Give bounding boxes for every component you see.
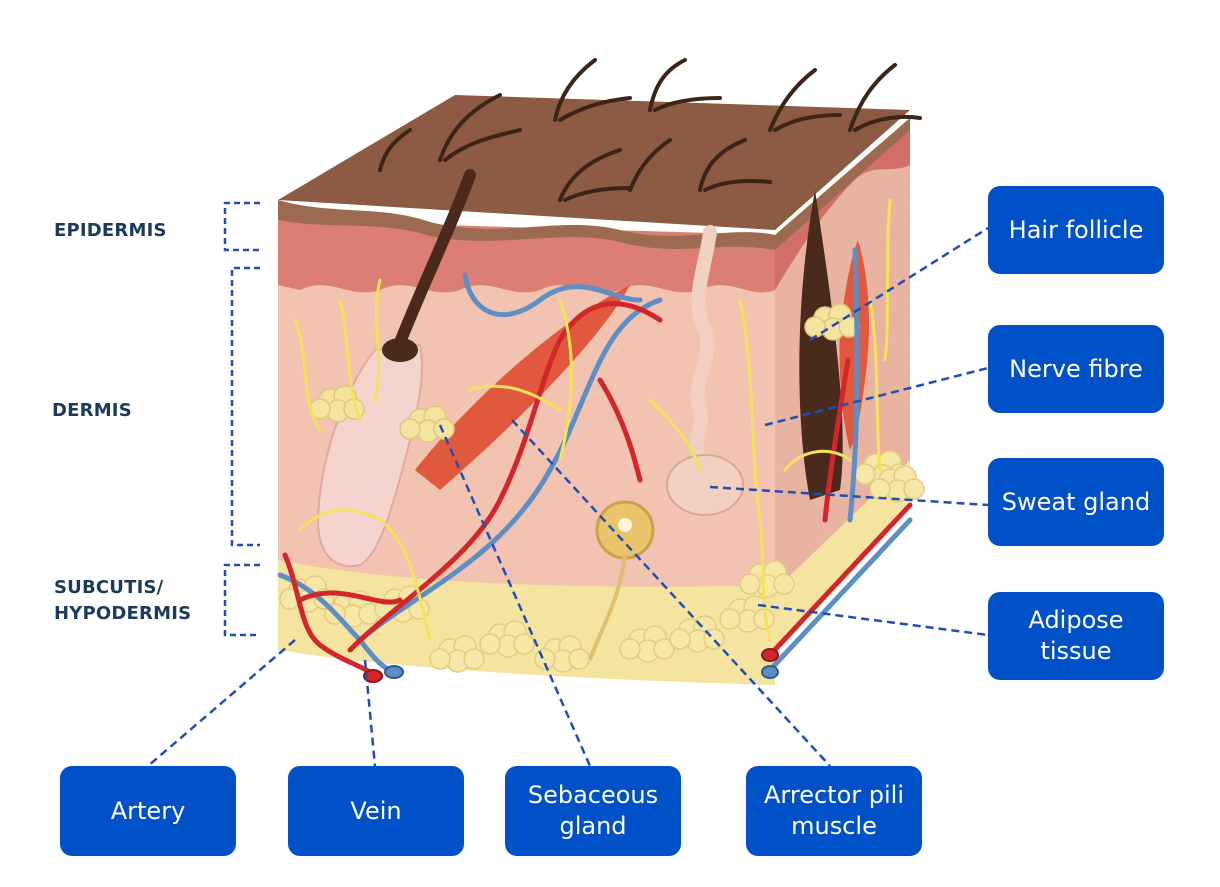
- side-artery-end: [761, 648, 779, 662]
- arteries: [282, 301, 913, 678]
- pacinian-corpuscle-core: [618, 518, 632, 532]
- callout-sweat-gland: Sweat gland: [988, 458, 1164, 546]
- sweat-duct: [689, 225, 717, 467]
- callout-sebaceous-gland: Sebaceous gland: [505, 766, 681, 856]
- callout-artery: Artery: [60, 766, 236, 856]
- layer-label-subcutis: SUBCUTIS/ HYPODERMIS: [54, 577, 192, 624]
- callout-arrector-pili-muscle: Arrector pili muscle: [746, 766, 922, 856]
- vein-end: [384, 665, 404, 679]
- callout-vein: Vein: [288, 766, 464, 856]
- hair-shaft-main: [389, 169, 476, 361]
- arrector-pili-muscle: [415, 285, 630, 490]
- nerve-fibres: [293, 198, 892, 642]
- callout-hair-follicle: Hair follicle: [988, 186, 1164, 274]
- layer-brackets: [223, 201, 260, 637]
- layer-label-epidermis: EPIDERMIS: [54, 220, 167, 241]
- sweat-gland-coil: [666, 454, 744, 516]
- veins: [277, 247, 913, 675]
- side-face-fat: [775, 460, 910, 650]
- callout-adipose-tissue: Adipose tissue: [988, 592, 1164, 680]
- callout-nerve-fibre: Nerve fibre: [988, 325, 1164, 413]
- side-vein-end: [761, 665, 779, 679]
- layer-label-dermis: DERMIS: [52, 400, 132, 421]
- hair-shaft-right: [799, 190, 843, 500]
- hair-strands: [378, 58, 922, 202]
- arrector-pili-muscle-right: [839, 240, 870, 450]
- epidermis-side-face: [775, 118, 910, 290]
- corpuscle-nerve: [588, 554, 627, 661]
- artery-end: [363, 669, 383, 683]
- hair-bulb: [382, 338, 418, 362]
- leader-lines: [147, 226, 989, 767]
